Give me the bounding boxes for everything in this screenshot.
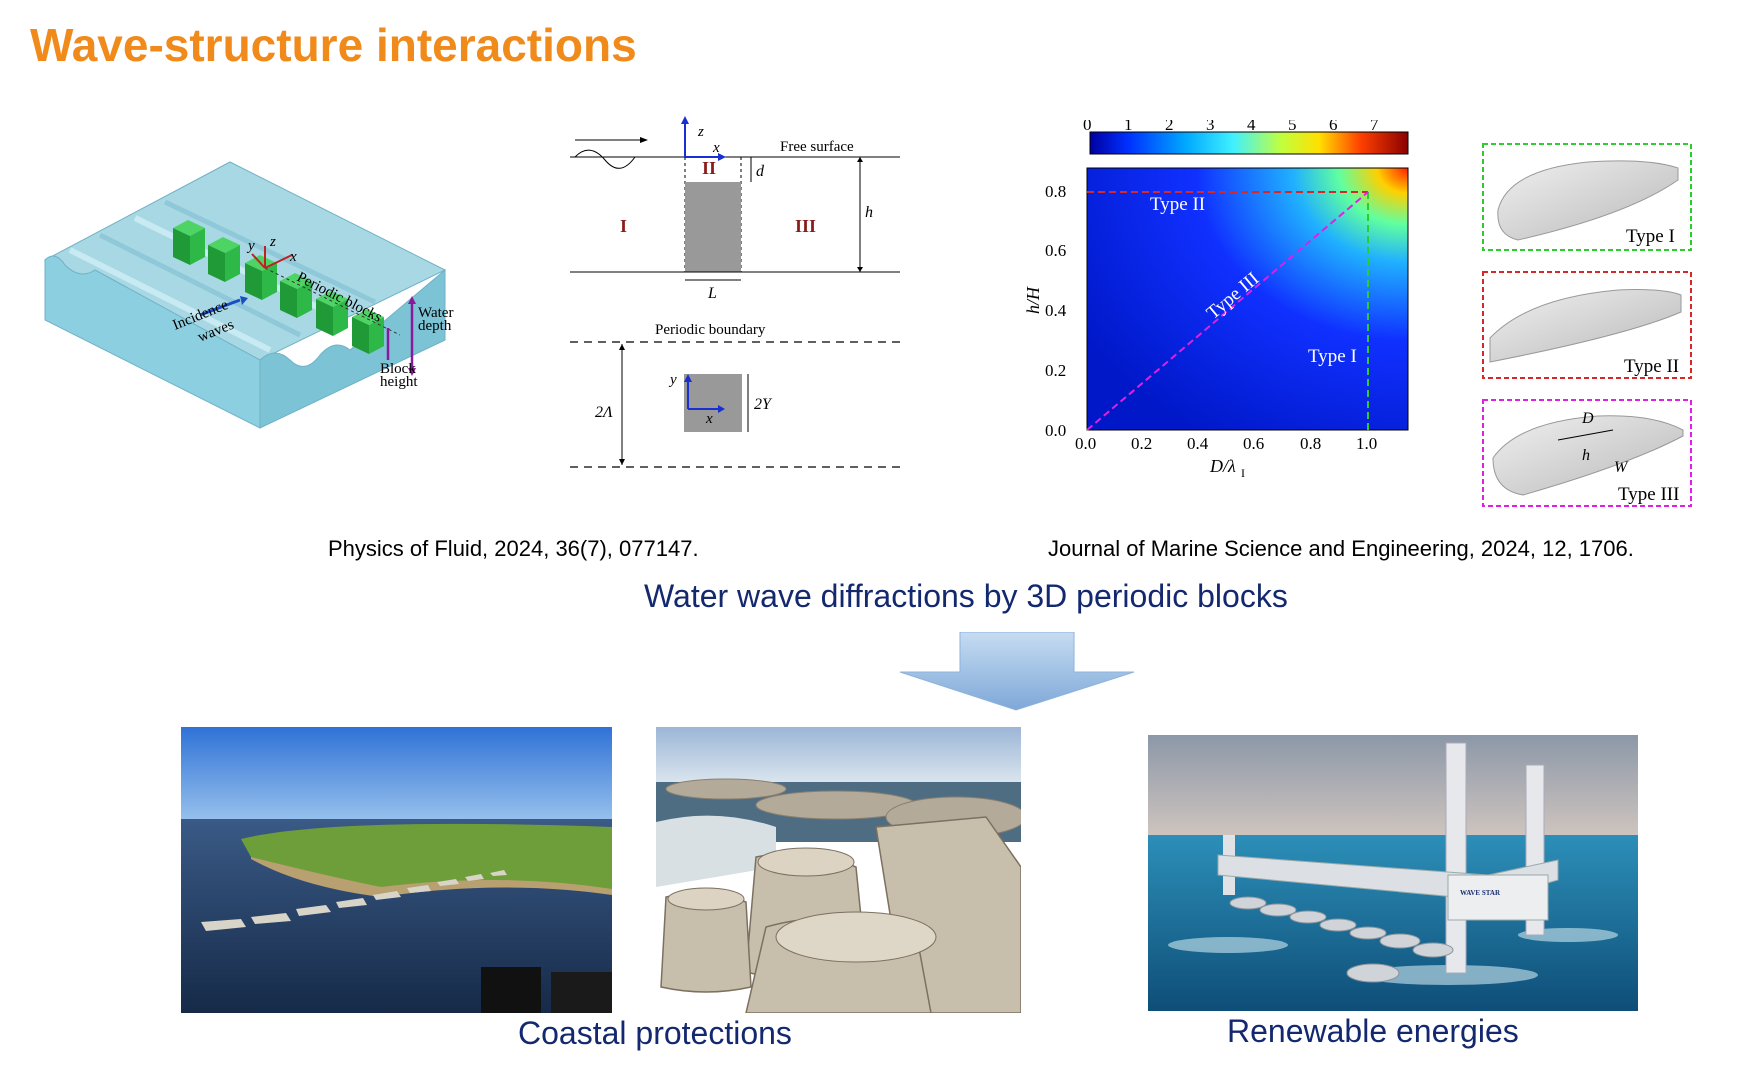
colorbar-tick: 6 <box>1329 120 1338 134</box>
free-surface-label: Free surface <box>780 139 854 155</box>
x-tick: 0.2 <box>1131 434 1152 453</box>
shape-D-label: D <box>1581 410 1594 427</box>
y-tick: 0.8 <box>1045 182 1066 201</box>
breakwater-photo <box>181 727 612 1013</box>
colorbar-tick: 0 <box>1083 120 1092 134</box>
h-label: h <box>865 204 873 221</box>
heatmap-type2-label: Type II <box>1150 194 1205 215</box>
slide-title: Wave-structure interactions <box>30 19 637 71</box>
two-lambda-label: 2Λ <box>595 404 613 421</box>
axis-z-label: z <box>269 234 276 250</box>
shape-W-label: W <box>1614 459 1629 476</box>
two-Y-label: 2Y <box>754 396 773 413</box>
heatmap-figure: 0 1 2 3 4 5 6 7 Type II Type III Type I … <box>1025 120 1409 480</box>
region-III-label: III <box>795 216 816 236</box>
shape-type1-label: Type I <box>1626 226 1675 247</box>
y-tick: 0.2 <box>1045 361 1066 380</box>
wave-energy-photo: WAVE STAR <box>1148 735 1638 1011</box>
shape-type3-label: Type III <box>1618 484 1679 505</box>
axis-y-label: y <box>246 238 255 254</box>
axis-x-label: x <box>289 249 297 265</box>
periodic-blocks-3d-figure: y z x Incidence waves Periodic blocks Wa… <box>43 161 453 429</box>
y-tick: 0.0 <box>1045 421 1066 440</box>
shape-h-label: h <box>1582 447 1590 464</box>
colorbar-tick: 3 <box>1206 120 1215 134</box>
citation-left: Physics of Fluid, 2024, 36(7), 077147. <box>328 536 699 561</box>
wave-star-badge: WAVE STAR <box>1460 889 1501 897</box>
x-tick: 1.0 <box>1356 434 1377 453</box>
cross-section-figure: z x Free surface I II III d h L Periodic… <box>570 116 900 468</box>
region-II-label: II <box>702 158 716 178</box>
block-label: Block <box>380 361 416 377</box>
x-tick: 0.0 <box>1075 434 1096 453</box>
y-tick: 0.4 <box>1045 301 1067 320</box>
y-tick: 0.6 <box>1045 241 1066 260</box>
colorbar-tick: 1 <box>1124 120 1133 134</box>
colorbar-tick: 4 <box>1247 120 1256 134</box>
heatmap-ylabel: h/H <box>1025 286 1043 314</box>
x-tick: 0.8 <box>1300 434 1321 453</box>
depth-label: depth <box>418 318 452 334</box>
colorbar-tick: 7 <box>1370 120 1379 134</box>
colorbar-ticks: 0 1 2 3 4 5 6 7 <box>1083 120 1379 134</box>
caption-renewable: Renewable energies <box>1227 1013 1519 1049</box>
colorbar-tick: 5 <box>1288 120 1297 134</box>
x-tick: 0.6 <box>1243 434 1264 453</box>
L-label: L <box>707 285 717 302</box>
shape-type2-label: Type II <box>1624 356 1679 377</box>
x-tick: 0.4 <box>1187 434 1209 453</box>
water-label: Water <box>418 305 453 321</box>
d-label: d <box>756 163 765 180</box>
region-I-label: I <box>620 216 627 236</box>
section-y-label: y <box>668 372 677 388</box>
periodic-boundary-label: Periodic boundary <box>655 322 766 338</box>
section-subtitle: Water wave diffractions by 3D periodic b… <box>644 578 1288 614</box>
green-blocks <box>173 220 384 354</box>
height-label: height <box>380 374 418 390</box>
section-x2-label: x <box>705 411 713 427</box>
colorbar-tick: 2 <box>1165 120 1174 134</box>
tetrapods-photo <box>656 727 1021 1013</box>
section-x-label: x <box>712 140 720 156</box>
heatmap-xlabel-sub: I <box>1241 466 1245 480</box>
citation-right: Journal of Marine Science and Engineerin… <box>1048 536 1634 561</box>
down-arrow <box>899 632 1135 711</box>
caption-coastal: Coastal protections <box>518 1015 792 1051</box>
heatmap-xlabel: D/λ <box>1209 456 1236 476</box>
shape-types-figure: Type I Type II D h W Type III <box>1482 143 1692 507</box>
section-z-label: z <box>697 124 704 140</box>
heatmap-type1-label: Type I <box>1308 346 1357 367</box>
